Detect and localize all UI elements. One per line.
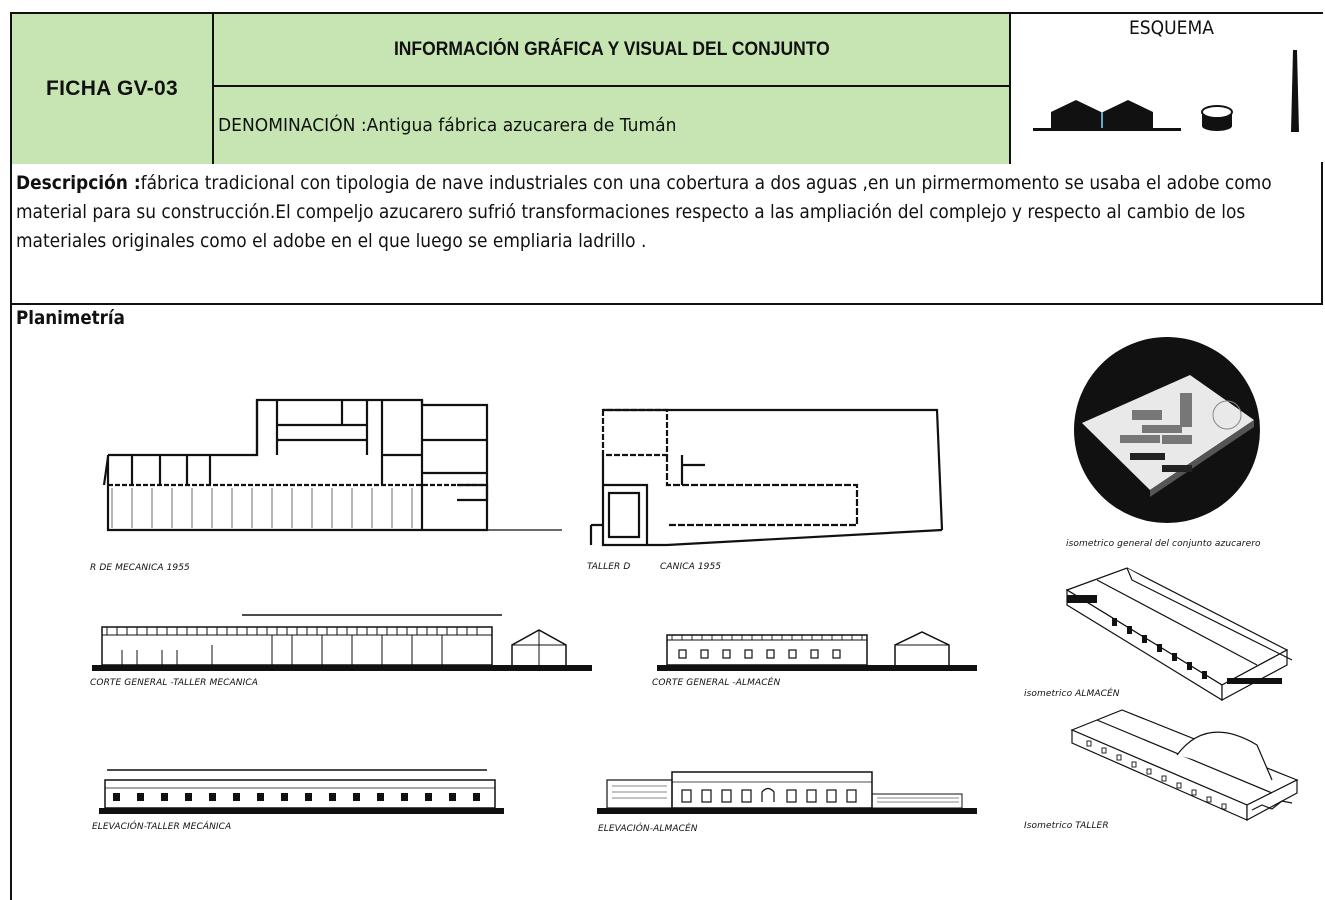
sheet-title: INFORMACIÓN GRÁFICA Y VISUAL DEL CONJUNT… [393,38,830,60]
esquema-icons [1033,50,1299,132]
ficha-code: FICHA GV-03 [45,77,179,100]
caption-plan-2b: CANICA 1955 [660,562,722,572]
esquema-cell: ESQUEMA [1011,14,1323,164]
ficha-cell: FICHA GV-03 [12,14,214,164]
caption-corte-2: CORTE GENERAL -ALMACÉN [652,678,781,688]
floor-plan-almacen [589,408,944,547]
esquema-gable-building-icon-2 [1103,100,1153,128]
esquema-ground-line [1033,128,1181,131]
header-table: FICHA GV-03 INFORMACIÓN GRÁFICA Y VISUAL… [10,12,1323,164]
isometric-taller-drawing [1070,709,1299,822]
caption-elev-1: ELEVACIÓN-TALLER MECÁNICA [92,822,232,832]
esquema-label: ESQUEMA [1129,17,1214,39]
denominacion-cell: DENOMINACIÓN :Antigua fábrica azucarera … [214,87,1011,164]
caption-iso-taller: Isometrico TALLER [1024,821,1109,831]
caption-elev-2: ELEVACIÓN-ALMACÉN [598,824,698,834]
description-section: Descripción :fábrica tradicional con tip… [10,162,1323,305]
caption-plan-2a: TALLER D [587,562,631,572]
isometric-almacen-drawing [1065,567,1293,702]
title-cell: INFORMACIÓN GRÁFICA Y VISUAL DEL CONJUNT… [214,14,1011,87]
floor-plan-taller-mecanica [102,398,562,532]
section-almacen [657,631,977,671]
caption-plan-1: R DE MECANICA 1955 [90,563,190,573]
esquema-chimney-icon [1291,50,1299,132]
ficha-sheet: FICHA GV-03 INFORMACIÓN GRÁFICA Y VISUAL… [10,12,1325,900]
planimetria-section: Planimetría R DE MECANICA 1955 [10,305,1323,900]
isometric-general-drawing [1074,337,1260,523]
caption-iso-almacen: isometrico ALMACÉN [1024,689,1120,699]
caption-iso-general: isometrico general del conjunto azucarer… [1066,539,1261,549]
elevation-almacen [597,771,977,814]
description-label: Descripción : [16,173,141,194]
esquema-gable-building-icon [1051,100,1101,128]
description-text: Descripción :fábrica tradicional con tip… [16,169,1318,256]
caption-corte-1: CORTE GENERAL -TALLER MECANICA [90,678,259,688]
denominacion-text: DENOMINACIÓN :Antigua fábrica azucarera … [218,115,677,136]
section-taller-mecanica [92,614,592,671]
elevation-taller-mecanica [99,769,504,814]
planimetria-title: Planimetría [16,307,125,329]
description-body: fábrica tradicional con tipologia de nav… [16,173,1272,252]
